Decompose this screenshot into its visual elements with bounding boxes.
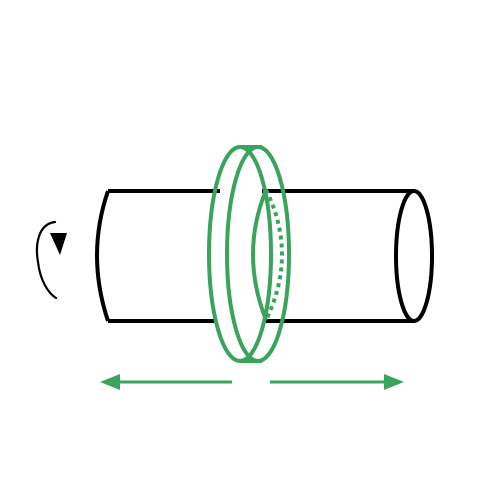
shaft-right-end (394, 189, 434, 323)
sliding-ring (207, 145, 291, 363)
ring-hidden-bore (264, 189, 284, 321)
shaft-cylinder (95, 189, 434, 323)
sliding-motion-arrows (100, 374, 404, 390)
ring-front-rim (207, 145, 273, 363)
arrow-right-icon (384, 374, 404, 390)
shaft-left-end (95, 190, 110, 322)
ring-back-rim (225, 145, 291, 363)
ring-inner-bore (251, 189, 268, 321)
rotation-arrow-icon (35, 220, 67, 300)
arrow-left-icon (100, 374, 120, 390)
